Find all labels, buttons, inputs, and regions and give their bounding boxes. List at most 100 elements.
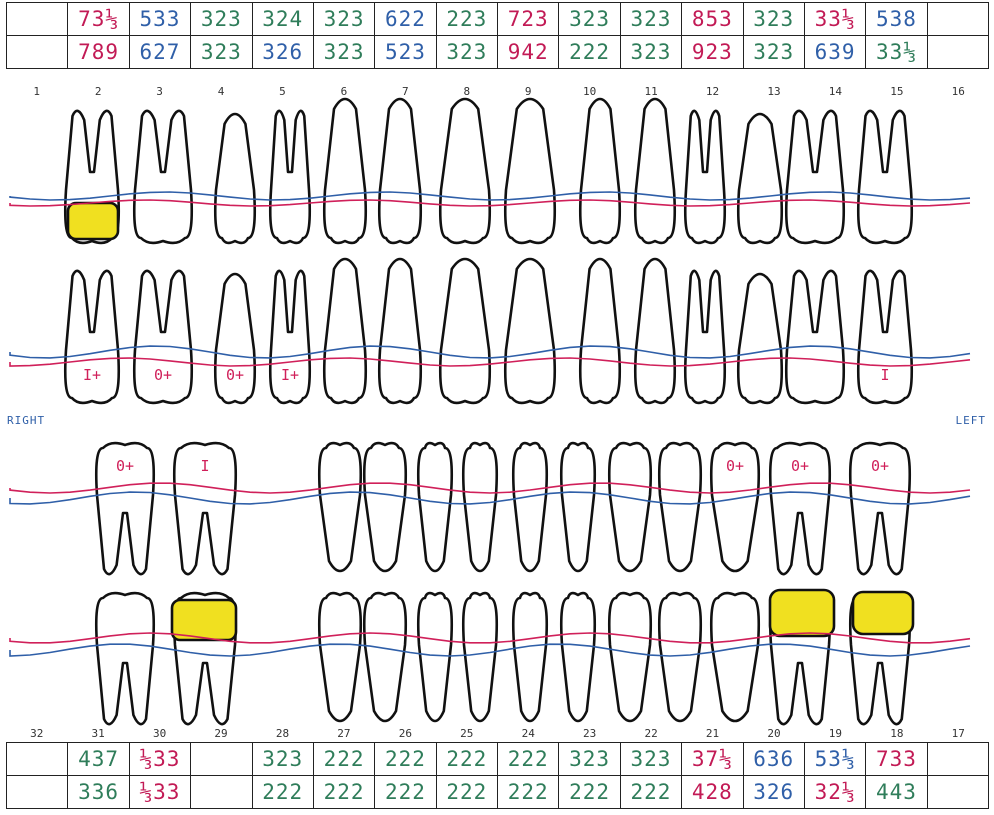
upper-lingual-tooth-outline [379,259,421,403]
tooth-number: 25 [460,727,473,740]
lower-probe-buccal-cell: 32⅓ [804,776,865,809]
lower-probe-lingual-cell: 222 [313,743,374,776]
lower-buccal-tooth-outline [513,593,547,721]
lower-probe-buccal-cell [927,776,988,809]
lower-lingual-tooth-outline [659,443,701,571]
lower-probe-buccal-cell: 443 [866,776,927,809]
upper-lingual-tooth-outline [786,271,844,403]
lower-probe-lingual-cell: 222 [436,743,497,776]
tooth-number: 32 [30,727,43,740]
tooth-number: 24 [522,727,535,740]
furcation-mark-upper: 0+ [226,366,244,384]
tooth-number: 29 [214,727,227,740]
upper-buccal-tooth-outline [215,114,255,243]
tooth-number: 20 [767,727,780,740]
tooth-number: 19 [829,727,842,740]
lower-probe-lingual-cell [927,743,988,776]
tooth-number: 17 [952,727,965,740]
upper-lingual-tooth-outline [635,259,675,403]
tooth-number: 23 [583,727,596,740]
upper-lingual-tooth-outline [580,259,620,403]
furcation-mark-upper: 0+ [154,366,172,384]
lower-probe-buccal-cell: ⅓33 [129,776,190,809]
lower-probe-lingual-cell [7,743,68,776]
lower-probe-lingual-cell: 53⅓ [804,743,865,776]
lower-lingual-tooth-outline [418,443,452,571]
lower-probe-lingual-cell: 437 [68,743,129,776]
lower-buccal-tooth-outline [364,593,406,721]
lower-probe-lingual-cell [191,743,252,776]
lower-buccal-tooth-outline [659,593,701,721]
lower-tooth-number-row: 32 31 30 29 28 27 26 25 24 23 22 21 20 19 18 17 [0,727,994,743]
lower-lingual-tooth-outline [609,443,651,571]
furcation-mark-upper: I [880,366,889,384]
tooth-number: 26 [399,727,412,740]
lower-buccal-tooth-outline [561,593,595,721]
lower-probe-lingual-cell: 733 [866,743,927,776]
upper-buccal-tooth-outline [786,111,844,243]
tooth-number: 22 [644,727,657,740]
furcation-mark-upper: I+ [83,366,101,384]
upper-buccal-tooth-outline [635,99,675,243]
furcation-mark-lower: 0+ [791,457,809,475]
upper-buccal-tooth-outline [440,99,490,243]
lower-lingual-tooth-outline [364,443,406,571]
tooth-number: 18 [890,727,903,740]
lower-probe-buccal-cell [191,776,252,809]
furcation-mark-upper: I+ [281,366,299,384]
tooth-number: 27 [337,727,350,740]
upper-buccal-tooth-outline [270,111,310,243]
upper-lingual-tooth-outline [685,271,725,403]
lower-buccal-tooth-outline [711,593,759,721]
furcation-mark-lower: 0+ [726,457,744,475]
lower-probe-lingual-cell: 323 [559,743,620,776]
restoration-crown-tooth-18 [853,592,913,634]
furcation-mark-lower: 0+ [871,457,889,475]
furcation-mark-lower: I [200,457,209,475]
lower-probe-lingual-cell: 636 [743,743,804,776]
upper-buccal-tooth-outline [858,111,912,243]
lower-lingual-tooth-outline [561,443,595,571]
tooth-number: 28 [276,727,289,740]
right-side-label: RIGHT [7,414,45,427]
lower-probe-lingual-cell: 323 [620,743,681,776]
tooth-number: 31 [92,727,105,740]
upper-buccal-tooth-outline [580,99,620,243]
upper-buccal-tooth-outline [738,114,782,243]
tooth-number: 30 [153,727,166,740]
lower-probe-buccal-cell: 336 [68,776,129,809]
lower-probe-lingual-cell: 323 [252,743,313,776]
lower-buccal-tooth-outline [418,593,452,721]
left-side-label: LEFT [956,414,987,427]
lower-probe-lingual-cell: ⅓33 [129,743,190,776]
lower-probe-buccal-cell: 222 [620,776,681,809]
lower-lingual-tooth-outline [319,443,361,571]
upper-buccal-tooth-outline [379,99,421,243]
lower-probe-lingual-cell: 37⅓ [682,743,743,776]
upper-buccal-tooth-outline [505,99,555,243]
lower-buccal-tooth-outline [319,593,361,721]
lower-probe-buccal-cell: 326 [743,776,804,809]
lower-buccal-tooth-outline [609,593,651,721]
lower-probe-buccal-cell: 222 [375,776,436,809]
lower-probe-buccal-cell: 222 [436,776,497,809]
upper-lingual-tooth-outline [324,259,366,403]
lower-probe-lingual-cell: 222 [375,743,436,776]
lower-probe-buccal-cell: 222 [313,776,374,809]
upper-buccal-tooth-outline [134,111,192,243]
lower-lingual-tooth-outline [513,443,547,571]
upper-lingual-tooth-outline [738,274,782,403]
restoration-crown-tooth-19 [770,590,834,636]
upper-lingual-tooth-outline [440,259,490,403]
lower-probe-lingual-cell: 222 [498,743,559,776]
upper-buccal-tooth-outline [685,111,725,243]
tooth-number: 21 [706,727,719,740]
upper-lingual-tooth-outline [505,259,555,403]
furcation-mark-lower: 0+ [116,457,134,475]
restoration-crown-tooth-2 [68,203,118,239]
lower-probe-buccal-cell: 428 [682,776,743,809]
